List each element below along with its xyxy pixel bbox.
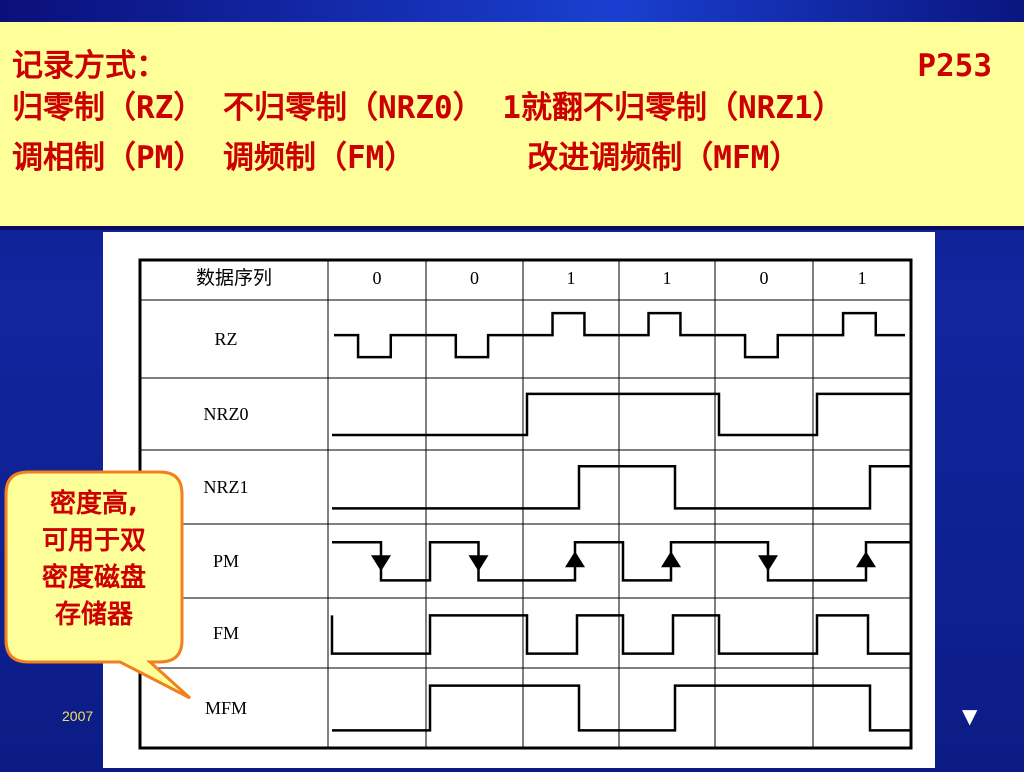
up-arrow-icon (661, 551, 681, 568)
mfm-waveform (332, 684, 911, 732)
footer-date: 2007 (62, 708, 94, 724)
bit-label: 0 (373, 268, 382, 288)
header-line-1: 记录方式： (12, 48, 167, 84)
row-label: RZ (214, 329, 237, 349)
down-arrow-icon (758, 555, 778, 572)
header-line-2: 归零制（RZ） 不归零制（NRZ0） 1就翻不归零制（NRZ1） (12, 90, 844, 126)
page-reference: P253 (917, 48, 992, 84)
down-arrow-icon (468, 555, 489, 572)
fm-waveform (330, 614, 911, 655)
down-arrow-icon (371, 555, 391, 572)
nrz1-waveform (332, 465, 911, 510)
callout-text: 密度高, 可用于双 密度磁盘 存储器 (10, 486, 178, 634)
bit-label: 1 (567, 268, 576, 288)
nrz0-waveform (332, 392, 911, 437)
callout-line: 密度高, (50, 489, 138, 519)
header-panel: 记录方式： P253 归零制（RZ） 不归零制（NRZ0） 1就翻不归零制（NR… (0, 22, 1024, 226)
next-slide-icon[interactable]: ▼ (962, 704, 978, 728)
up-arrow-icon (565, 551, 585, 568)
row-label: FM (213, 623, 239, 643)
waveforms (330, 311, 911, 732)
row-label: NRZ0 (204, 404, 249, 424)
header-divider (0, 226, 1024, 230)
row-label: MFM (205, 698, 247, 718)
header-label: 数据序列 (196, 267, 272, 289)
row-label: PM (213, 551, 239, 571)
bit-label: 0 (760, 268, 769, 288)
bit-label: 0 (470, 268, 479, 288)
up-arrow-icon (856, 551, 876, 568)
title-bar (0, 0, 1024, 22)
table-grid (138, 258, 913, 750)
header-line-3: 调相制（PM） 调频制（FM） 改进调频制（MFM） (12, 140, 801, 176)
table-border (138, 258, 913, 750)
bit-label: 1 (858, 268, 867, 288)
bit-label: 1 (663, 268, 672, 288)
row-label: NRZ1 (204, 477, 249, 497)
rz-waveform (334, 311, 905, 359)
pm-waveform (332, 541, 911, 582)
callout-line: 存储器 (54, 600, 133, 630)
callout-line: 可用于双 (41, 526, 146, 556)
callout-line: 密度磁盘 (41, 563, 146, 593)
